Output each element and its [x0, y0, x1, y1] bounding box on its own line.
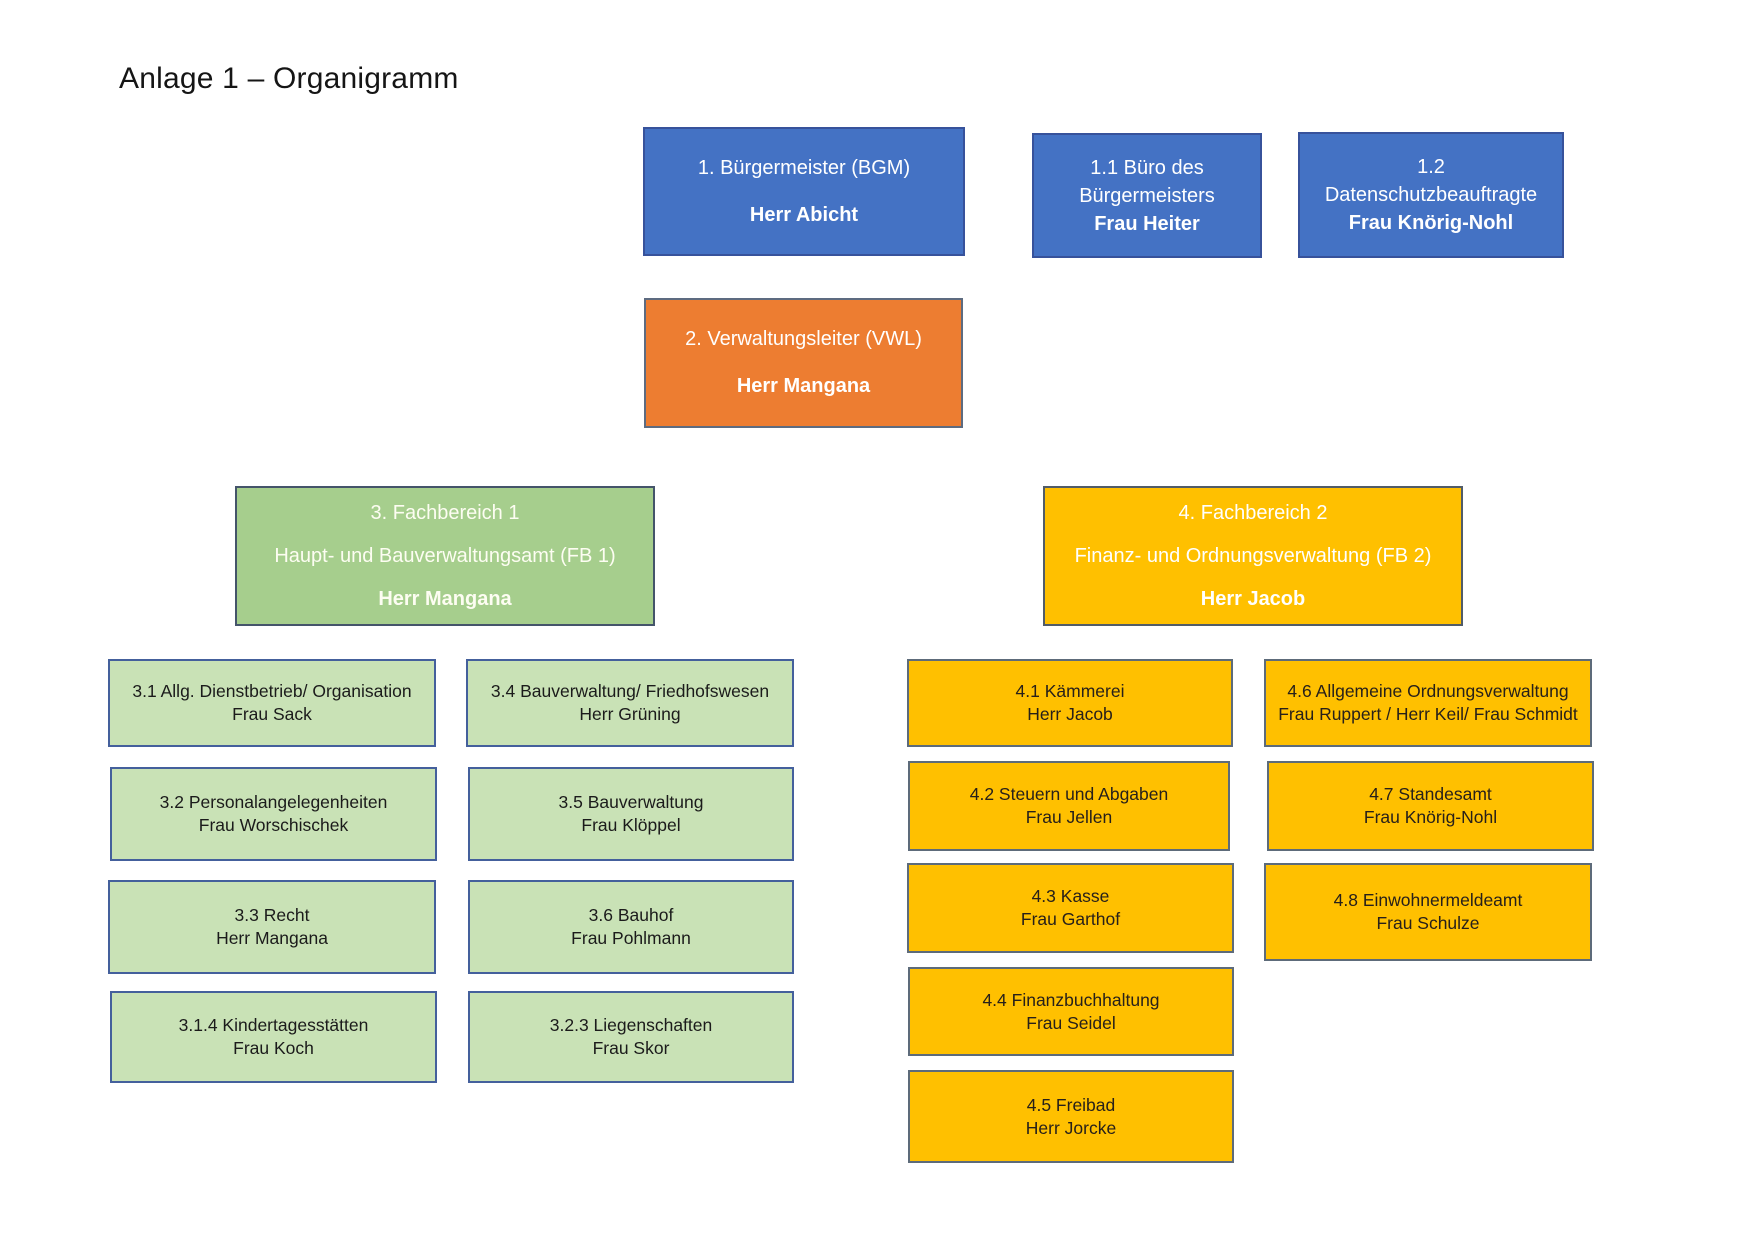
box-title-line2: Haupt- und Bauverwaltungsamt (FB 1) — [274, 544, 616, 567]
org-box-buero-des-buergermeisters: 1.1 Büro des Bürgermeisters Frau Heiter — [1032, 133, 1262, 258]
box-title: 4.3 Kasse — [1031, 886, 1110, 906]
org-box-4-7-standesamt: 4.7 Standesamt Frau Knörig-Nohl — [1267, 761, 1594, 851]
box-title: 3.2.3 Liegenschaften — [549, 1015, 713, 1035]
box-person: Frau Worschischek — [198, 815, 349, 835]
box-title: 4.2 Steuern und Abgaben — [969, 784, 1169, 804]
box-title: 3.3 Recht — [234, 905, 310, 925]
org-box-4-3-kasse: 4.3 Kasse Frau Garthof — [907, 863, 1234, 953]
box-person: Frau Knörig-Nohl — [1348, 212, 1514, 234]
box-person: Herr Jorcke — [1025, 1117, 1117, 1138]
org-box-datenschutzbeauftragte: 1.2 Datenschutzbeauftragte Frau Knörig-N… — [1298, 132, 1564, 258]
org-box-3-6-bauhof: 3.6 Bauhof Frau Pohlmann — [468, 880, 794, 974]
box-title: 3.2 Personalangelegenheiten — [159, 792, 388, 812]
box-person: Frau Pohlmann — [571, 928, 691, 948]
box-person: Frau Jellen — [1025, 807, 1113, 827]
box-person: Frau Sack — [232, 704, 312, 724]
org-box-verwaltungsleiter: 2. Verwaltungsleiter (VWL) Herr Mangana — [644, 298, 963, 428]
box-title: 3.4 Bauverwaltung/ Friedhofswesen — [490, 681, 770, 701]
box-title-line2: Finanz- und Ordnungsverwaltung (FB 2) — [1074, 544, 1432, 567]
box-title-line1: 3. Fachbereich 1 — [370, 501, 520, 524]
org-box-4-5-freibad: 4.5 Freibad Herr Jorcke — [908, 1070, 1234, 1163]
box-person: Herr Abicht — [749, 203, 859, 226]
box-title: 3.1.4 Kindertagesstätten — [178, 1015, 369, 1035]
org-box-3-3-recht: 3.3 Recht Herr Mangana — [108, 880, 436, 974]
org-box-buergermeister: 1. Bürgermeister (BGM) Herr Abicht — [643, 127, 965, 256]
box-title: 4.6 Allgemeine Ordnungsverwaltung — [1287, 681, 1569, 701]
box-person: Herr Jacob — [1200, 587, 1306, 610]
org-box-fachbereich-2: 4. Fachbereich 2 Finanz- und Ordnungsver… — [1043, 486, 1463, 626]
org-box-3-1-dienstbetrieb: 3.1 Allg. Dienstbetrieb/ Organisation Fr… — [108, 659, 436, 747]
box-person: Herr Mangana — [736, 375, 871, 397]
box-person: Frau Heiter — [1094, 212, 1200, 235]
org-box-3-5-bauverwaltung: 3.5 Bauverwaltung Frau Klöppel — [468, 767, 794, 861]
box-person: Frau Seidel — [1026, 1012, 1116, 1033]
box-title-line2: Datenschutzbeauftragte — [1324, 184, 1538, 206]
org-box-3-2-personalangelegenheiten: 3.2 Personalangelegenheiten Frau Worschi… — [110, 767, 437, 861]
box-title: 4.4 Finanzbuchhaltung — [982, 989, 1160, 1010]
org-box-4-2-steuern-und-abgaben: 4.2 Steuern und Abgaben Frau Jellen — [908, 761, 1230, 851]
box-person: Frau Koch — [233, 1038, 314, 1058]
box-title-line1: 1.1 Büro des — [1090, 156, 1204, 179]
box-title: 4.8 Einwohnermeldeamt — [1333, 890, 1523, 910]
org-box-fachbereich-1: 3. Fachbereich 1 Haupt- und Bauverwaltun… — [235, 486, 655, 626]
box-person: Herr Mangana — [378, 587, 512, 610]
box-title: 3.1 Allg. Dienstbetrieb/ Organisation — [132, 681, 412, 701]
org-box-4-6-ordnungsverwaltung: 4.6 Allgemeine Ordnungsverwaltung Frau R… — [1264, 659, 1592, 747]
box-title-line2: Bürgermeisters — [1079, 184, 1215, 207]
box-title: 3.6 Bauhof — [588, 905, 674, 925]
org-box-4-1-kaemmerei: 4.1 Kämmerei Herr Jacob — [907, 659, 1233, 747]
box-person: Herr Grüning — [579, 704, 681, 724]
box-person: Frau Klöppel — [581, 815, 681, 835]
org-box-3-1-4-kindertagesstaetten: 3.1.4 Kindertagesstätten Frau Koch — [110, 991, 437, 1083]
box-person: Herr Jacob — [1027, 704, 1113, 724]
box-person: Herr Mangana — [216, 928, 328, 948]
box-title-line1: 4. Fachbereich 2 — [1178, 501, 1328, 524]
box-title: 2. Verwaltungsleiter (VWL) — [685, 328, 922, 350]
box-title-line1: 1.2 — [1417, 156, 1445, 178]
box-title: 4.7 Standesamt — [1369, 784, 1492, 804]
box-person: Frau Knörig-Nohl — [1363, 807, 1498, 827]
page-title: Anlage 1 – Organigramm — [119, 62, 459, 95]
box-title: 4.5 Freibad — [1026, 1094, 1116, 1115]
org-box-3-4-bauverwaltung-friedhofswesen: 3.4 Bauverwaltung/ Friedhofswesen Herr G… — [466, 659, 794, 747]
org-box-4-4-finanzbuchhaltung: 4.4 Finanzbuchhaltung Frau Seidel — [908, 967, 1234, 1056]
box-title: 1. Bürgermeister (BGM) — [697, 156, 911, 179]
box-person: Frau Garthof — [1020, 909, 1121, 929]
box-person: Frau Ruppert / Herr Keil/ Frau Schmidt — [1278, 704, 1578, 724]
box-title: 3.5 Bauverwaltung — [558, 792, 704, 812]
box-title: 4.1 Kämmerei — [1015, 681, 1125, 701]
box-person: Frau Schulze — [1376, 913, 1480, 933]
box-person: Frau Skor — [592, 1038, 670, 1058]
org-box-3-2-3-liegenschaften: 3.2.3 Liegenschaften Frau Skor — [468, 991, 794, 1083]
org-box-4-8-einwohnermeldeamt: 4.8 Einwohnermeldeamt Frau Schulze — [1264, 863, 1592, 961]
